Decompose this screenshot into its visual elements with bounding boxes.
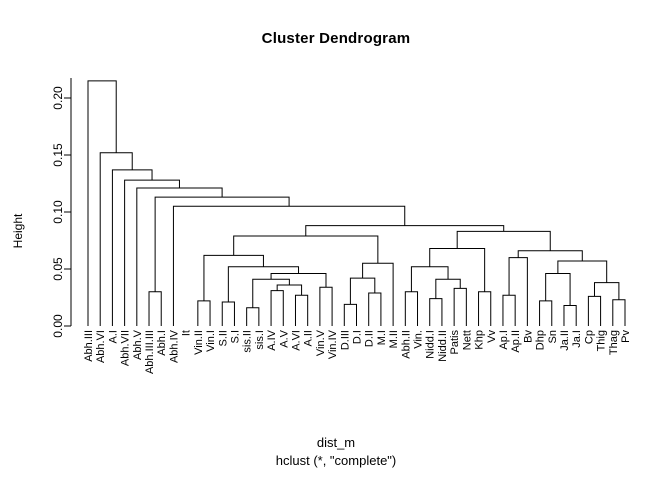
leaf-label: Vin.I — [205, 330, 217, 352]
leaf-label: Pv — [620, 330, 632, 343]
leaf-label: Ja.II — [559, 330, 571, 351]
dendrogram-branch — [294, 294, 309, 326]
dendrogram-branch — [197, 300, 211, 326]
leaf-label: Ap.II — [510, 330, 522, 353]
dendrogram-branch — [435, 278, 461, 299]
dendrogram-branch — [539, 300, 553, 326]
y-tick-labels: 0.20 0.15 0.10 0.05 0.00 — [51, 86, 65, 338]
caption-method: hclust (*, "complete") — [275, 453, 397, 468]
leaf-label: S.I — [229, 330, 241, 343]
dendrogram-branch — [124, 179, 180, 326]
leaf-label: A.IV — [266, 329, 278, 350]
leaf-label: Vin.V — [315, 329, 327, 356]
dendrogram-branch — [349, 277, 376, 305]
leaf-label: Bv — [522, 330, 534, 343]
dendrogram-branch — [368, 292, 382, 326]
y-tick-label: 0.20 — [51, 86, 65, 110]
leaf-label: Abh.II — [400, 330, 412, 359]
leaf-label: Abh.III.III — [144, 330, 156, 374]
dendrogram-branch — [557, 260, 608, 283]
dendrogram-branch — [305, 225, 505, 236]
leaf-label: A.I — [107, 330, 119, 343]
dendrogram-branch — [508, 257, 528, 326]
y-tick-label: 0.05 — [51, 257, 65, 281]
leaf-label: Vin. — [413, 330, 425, 349]
dendrogram-branch — [172, 205, 406, 326]
dendrogram-branch — [456, 230, 551, 251]
dendrogram-branch — [227, 266, 300, 303]
leaf-label: D.II — [364, 330, 376, 347]
dendrogram-branch — [246, 307, 260, 326]
leaf-label: A.VI — [290, 330, 302, 351]
leaf-label: D.III — [339, 330, 351, 350]
leaf-label: Cp — [583, 330, 595, 344]
leaf-label: Abh.I — [156, 330, 168, 356]
y-tick-label: 0.10 — [51, 200, 65, 224]
leaf-label: M.II — [388, 330, 400, 348]
leaf-label: Vin.II — [193, 330, 205, 355]
dendrogram-branch — [404, 291, 419, 326]
leaf-label: It — [181, 330, 193, 336]
leaf-label: Abh.III — [83, 330, 95, 362]
dendrogram-branch — [593, 282, 620, 300]
dendrogram-branch — [587, 295, 602, 326]
dendrogram-branch — [233, 235, 379, 264]
dendrogram-branch — [563, 304, 577, 326]
dendrogram-branch — [154, 196, 290, 292]
dendrogram-branch — [136, 187, 223, 326]
y-axis — [64, 78, 72, 327]
leaf-label: A.II — [303, 330, 315, 347]
dendrogram-branch — [99, 152, 133, 326]
leaf-label: Vv — [486, 330, 498, 343]
dendrogram-branch — [221, 301, 235, 326]
leaf-label: S.II — [217, 330, 229, 347]
dendrogram-branch — [429, 298, 443, 326]
leaf-label: Vin.IV — [327, 329, 339, 359]
leaf-label: Nidd.I — [425, 330, 437, 359]
leaf-label: Abh.VI — [95, 330, 107, 363]
dendrogram-branch — [319, 286, 333, 326]
dendrogram-branch — [270, 290, 284, 326]
page-title: Cluster Dendrogram — [261, 30, 411, 47]
leaf-label: A.V — [278, 329, 290, 347]
leaf-label: D.I — [352, 330, 364, 344]
leaf-label: Nidd.II — [437, 330, 449, 362]
leaf-label: Khp — [474, 330, 486, 350]
leaf-label: Ja.I — [571, 330, 583, 348]
caption-distance: dist_m — [316, 435, 356, 450]
dendrogram-branch — [343, 303, 357, 326]
y-tick-label: 0.00 — [51, 314, 65, 338]
leaf-label: Ap.I — [498, 330, 510, 350]
dendrogram-branch — [148, 291, 162, 326]
y-tick-label: 0.15 — [51, 143, 65, 167]
leaf-label: Abh.IV — [168, 329, 180, 363]
dendrogram-branch — [453, 287, 467, 326]
leaf-label: M.I — [376, 330, 388, 345]
dendrogram-branch — [502, 294, 516, 326]
dendrogram-branch — [612, 299, 626, 326]
leaf-label: Abh.V — [132, 329, 144, 360]
dendrogram-branch — [276, 284, 303, 296]
leaf-label: sis.II — [242, 330, 254, 353]
leaf-label: Abh.VII — [120, 330, 132, 366]
leaf-label: Dhp — [535, 330, 547, 350]
leaf-label: Nett — [461, 330, 473, 350]
leaf-label: Thig — [596, 330, 608, 351]
dendrogram-branch — [111, 169, 153, 326]
dendrogram-branch — [478, 291, 492, 326]
leaf-label: Patis — [449, 330, 461, 355]
leaf-label: Sn — [547, 330, 559, 343]
dendrogram-branch — [429, 247, 486, 292]
dendrogram-branch — [87, 80, 117, 326]
dendrogram-tree — [87, 80, 626, 326]
dendrogram-branch — [203, 254, 264, 301]
dendrogram-branch — [362, 262, 394, 326]
leaf-label: Thag — [608, 330, 620, 355]
leaf-label: sis.I — [254, 330, 266, 350]
